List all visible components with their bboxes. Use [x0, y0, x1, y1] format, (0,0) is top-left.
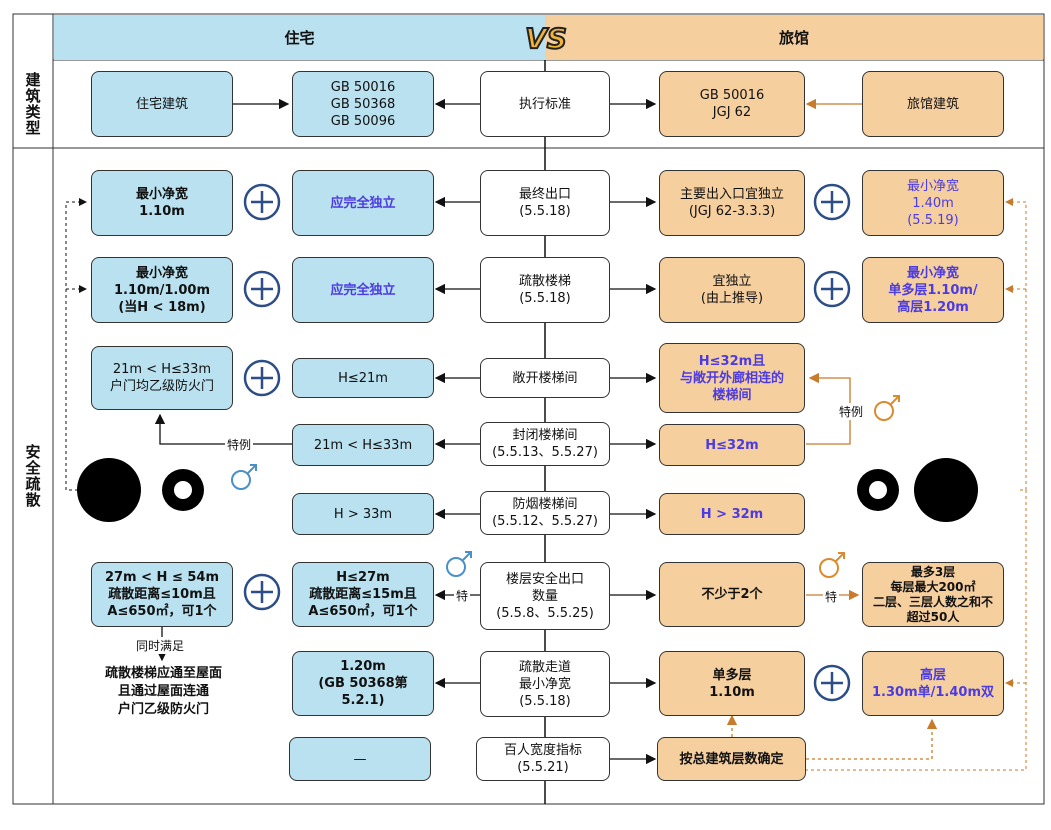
special-case-label-left: 特例	[225, 436, 254, 453]
male-symbol-icon	[231, 464, 472, 577]
width-index-node: 百人宽度指标 (5.5.21)	[476, 737, 610, 781]
stair-right-independent: 宜独立 (由上推导)	[659, 257, 805, 323]
smoke-stair-left: H > 33m	[292, 493, 434, 535]
final-exit-right-independent: 主要出入口宜独立 (JGJ 62-3.3.3)	[659, 170, 805, 236]
smoke-stair-right: H > 32m	[659, 493, 805, 535]
special-label-exits-left: 特	[454, 587, 471, 604]
vs-logo: VS	[524, 21, 568, 56]
final-exit-right-width: 最小净宽 1.40m (5.5.19)	[862, 170, 1004, 236]
exits-right: 不少于2个	[659, 562, 805, 627]
section-building-type: 建筑类型	[23, 72, 42, 136]
special-case-label-right: 特例	[837, 403, 866, 420]
width-index-right: 按总建筑层数确定	[657, 737, 806, 781]
closed-stair-node: 封闭楼梯间 (5.5.13、5.5.27)	[480, 422, 610, 466]
open-stair-node: 敞开楼梯间	[480, 358, 610, 398]
closed-stair-left: 21m < H≤33m	[292, 424, 434, 466]
plus-icon	[243, 183, 851, 702]
stair-left-independent: 应完全独立	[292, 257, 434, 323]
open-stair-left-special: 21m < H≤33m 户门均乙级防火门	[91, 346, 233, 410]
width-index-left: —	[289, 737, 431, 781]
corridor-right-high-rise: 高层 1.30m单/1.40m双	[862, 651, 1004, 716]
stair-node: 疏散楼梯 (5.5.18)	[480, 257, 610, 323]
section-safety-evacuation: 安全疏散	[23, 444, 42, 508]
residential-standards-node: GB 50016 GB 50368 GB 50096	[292, 71, 434, 137]
stair-right-width: 最小净宽 单多层1.10m/ 高层1.20m	[862, 257, 1004, 323]
corridor-left: 1.20m (GB 50368第5.2.1)	[292, 651, 434, 716]
final-exit-left-independent: 应完全独立	[292, 170, 434, 236]
final-exit-node: 最终出口 (5.5.18)	[480, 170, 610, 236]
open-stair-left: H≤21m	[292, 358, 434, 398]
stair-left-width: 最小净宽 1.10m/1.00m (当H < 18m)	[91, 257, 233, 323]
hotel-standards-node: GB 50016 JGJ 62	[659, 71, 805, 137]
corridor-node: 疏散走道 最小净宽 (5.5.18)	[480, 651, 610, 717]
residential-building-node: 住宅建筑	[91, 71, 233, 137]
final-exit-left-width: 最小净宽 1.10m	[91, 170, 233, 236]
decorative-circles-icon	[77, 458, 978, 522]
header-hotel: 旅馆	[545, 15, 1043, 60]
exits-left-special: 27m < H ≤ 54m 疏散距离≤10m且 A≤650㎡，可1个	[91, 562, 233, 627]
roof-stair-note: 疏散楼梯应通至屋面 且通过屋面连通 户门乙级防火门	[104, 666, 222, 717]
both-conditions-label: 同时满足	[134, 637, 187, 654]
header-residential: 住宅	[54, 15, 545, 60]
exits-left: H≤27m 疏散距离≤15m且 A≤650㎡，可1个	[292, 562, 434, 627]
smoke-stair-node: 防烟楼梯间 (5.5.12、5.5.27)	[480, 491, 610, 535]
closed-stair-right: H≤32m	[659, 424, 805, 466]
open-stair-right: H≤32m且 与敞开外廊相连的 楼梯间	[659, 343, 805, 413]
special-label-exits-right: 特	[823, 588, 840, 605]
male-symbol-orange-icon	[819, 395, 900, 578]
standard-node: 执行标准	[480, 71, 610, 137]
exits-right-special: 最多3层 每层最大200㎡ 二层、三层人数之和不 超过50人	[862, 562, 1004, 627]
corridor-right: 单多层 1.10m	[659, 651, 805, 716]
exits-node: 楼层安全出口 数量 (5.5.8、5.5.25)	[480, 562, 610, 630]
hotel-building-node: 旅馆建筑	[862, 71, 1004, 137]
